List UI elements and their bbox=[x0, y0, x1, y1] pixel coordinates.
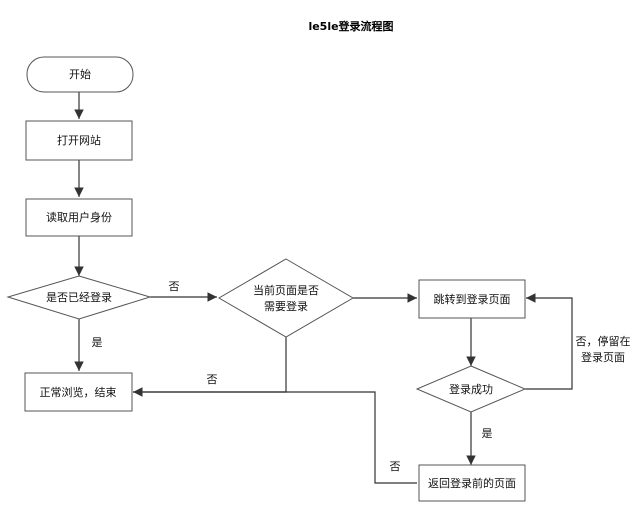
requires-login-label-line1: 当前页面是否 bbox=[253, 283, 319, 297]
node-jump-login: 跳转到登录页面 bbox=[418, 279, 526, 319]
node-login-success-decision: 登录成功 bbox=[415, 365, 527, 413]
read-identity-box bbox=[25, 198, 133, 237]
edge-label-loggedin-no: 否 bbox=[169, 280, 180, 293]
open-site-box bbox=[25, 120, 133, 161]
login-success-label: 登录成功 bbox=[449, 382, 493, 396]
open-site-label: 打开网站 bbox=[57, 133, 101, 147]
start-label: 开始 bbox=[69, 67, 91, 81]
logged-in-diamond bbox=[6, 275, 152, 320]
node-page-requires-login-decision: 当前页面是否 需要登录 bbox=[218, 258, 354, 338]
normal-browse-label: 正常浏览，结束 bbox=[40, 385, 117, 399]
jump-login-box bbox=[418, 279, 526, 319]
requires-login-diamond bbox=[218, 258, 354, 338]
return-prev-box bbox=[418, 464, 526, 502]
edge-label-requires-no: 否 bbox=[207, 373, 218, 386]
return-prev-label: 返回登录前的页面 bbox=[428, 476, 516, 490]
read-identity-label: 读取用户身份 bbox=[46, 210, 112, 224]
edge-success-no bbox=[525, 293, 573, 390]
edges bbox=[74, 92, 573, 484]
jump-login-label: 跳转到登录页面 bbox=[434, 292, 511, 306]
diagram-title: le5le登录流程图 bbox=[308, 19, 393, 33]
edge-return-back bbox=[133, 391, 417, 484]
start-terminator-shape bbox=[26, 56, 134, 93]
edge-label-return-no: 否 bbox=[390, 460, 401, 473]
logged-in-label: 是否已经登录 bbox=[46, 290, 112, 304]
node-logged-in-decision: 是否已经登录 bbox=[6, 275, 152, 320]
edge-label-success-no-line1: 否，停留在 bbox=[576, 334, 631, 348]
node-start: 开始 bbox=[26, 56, 134, 93]
edge-label-success-yes: 是 bbox=[482, 427, 493, 440]
edge-label-success-no-line2: 登录页面 bbox=[581, 350, 625, 364]
normal-browse-box bbox=[24, 372, 133, 412]
node-open-site: 打开网站 bbox=[25, 120, 133, 161]
edge-label-loggedin-yes: 是 bbox=[92, 336, 103, 349]
node-return-prev-page: 返回登录前的页面 bbox=[418, 464, 526, 502]
login-success-diamond bbox=[415, 365, 527, 413]
node-read-identity: 读取用户身份 bbox=[25, 198, 133, 237]
requires-login-label-line2: 需要登录 bbox=[264, 299, 308, 313]
node-normal-browse-end: 正常浏览，结束 bbox=[24, 372, 133, 412]
